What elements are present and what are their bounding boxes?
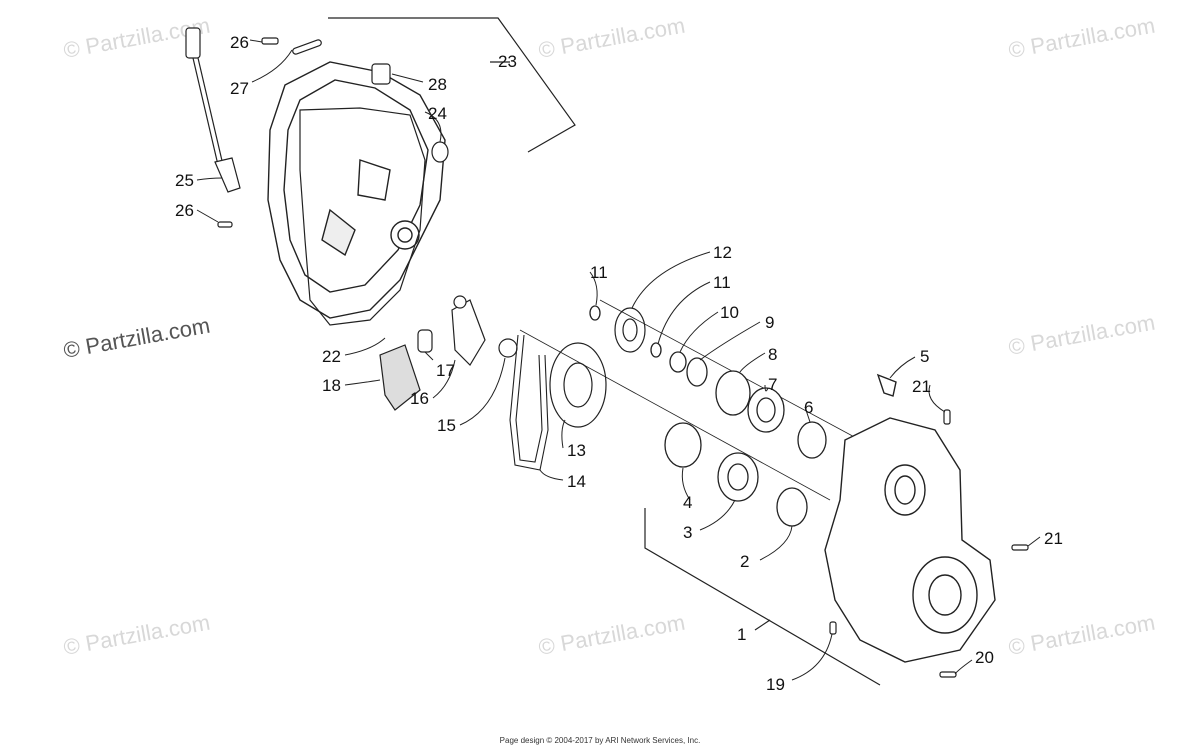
callout-13: 13 [567, 441, 586, 460]
callout-28: 28 [428, 75, 447, 94]
assembly-brackets [328, 17, 881, 686]
callout-9: 9 [765, 313, 774, 332]
tensioner-parts [379, 295, 518, 411]
watermark-text: © Partzilla.com [1007, 610, 1157, 660]
callout-8: 8 [768, 345, 777, 364]
watermark-text: © Partzilla.com [62, 610, 212, 660]
callout-16: 16 [410, 389, 429, 408]
callout-26: 26 [230, 33, 249, 52]
small-parts-cover [217, 37, 449, 228]
speed-sensor [185, 27, 241, 193]
callout-11: 11 [590, 263, 608, 282]
chaincase-housing [824, 373, 996, 663]
callout-17: 17 [436, 361, 455, 380]
callout-1: 1 [737, 625, 746, 644]
leader-lines [196, 39, 1041, 681]
callout-20: 20 [975, 648, 994, 667]
callout-6: 6 [804, 398, 813, 417]
sprockets [549, 307, 646, 428]
callout-23: 23 [498, 52, 517, 71]
callout-7: 7 [768, 375, 777, 394]
callout-22: 22 [322, 347, 341, 366]
callout-numbers: 26 27 28 24 23 25 26 22 18 17 16 15 13 1… [175, 33, 1063, 694]
callout-24: 24 [428, 104, 447, 123]
watermark-text: © Partzilla.com [1007, 310, 1157, 360]
callout-18: 18 [322, 376, 341, 395]
watermark-text: © Partzilla.com [1007, 13, 1157, 63]
bracket-1-leader [754, 619, 771, 631]
bracket-23 [328, 17, 576, 153]
callout-10: 10 [720, 303, 739, 322]
callout-21: 21 [1044, 529, 1063, 548]
callout-19: 19 [766, 675, 785, 694]
gasket [299, 107, 426, 326]
callout-15: 15 [437, 416, 456, 435]
axis-lines [519, 299, 861, 501]
callout-3: 3 [683, 523, 692, 542]
callout-4: 4 [683, 493, 692, 512]
callout-2: 2 [740, 552, 749, 571]
bracket-1 [644, 508, 881, 686]
callout-12: 12 [713, 243, 732, 262]
watermark-text: © Partzilla.com [537, 610, 687, 660]
callout-25: 25 [175, 171, 194, 190]
chaincase-cover [267, 61, 446, 319]
callout-11: 11 [713, 273, 731, 292]
callout-14: 14 [567, 472, 586, 491]
callout-27: 27 [230, 79, 249, 98]
callout-26: 26 [175, 201, 194, 220]
watermarks: © Partzilla.com © Partzilla.com © Partzi… [62, 13, 1157, 660]
callout-21: 21 [912, 377, 931, 396]
callout-5: 5 [920, 347, 929, 366]
bearings-and-seals [589, 305, 827, 527]
page-footer: Page design © 2004-2017 by ARI Network S… [499, 736, 701, 745]
watermark-text: © Partzilla.com [62, 313, 212, 363]
drive-chain [509, 334, 549, 471]
watermark-text: © Partzilla.com [537, 13, 687, 63]
housing-bolts [829, 409, 1029, 678]
